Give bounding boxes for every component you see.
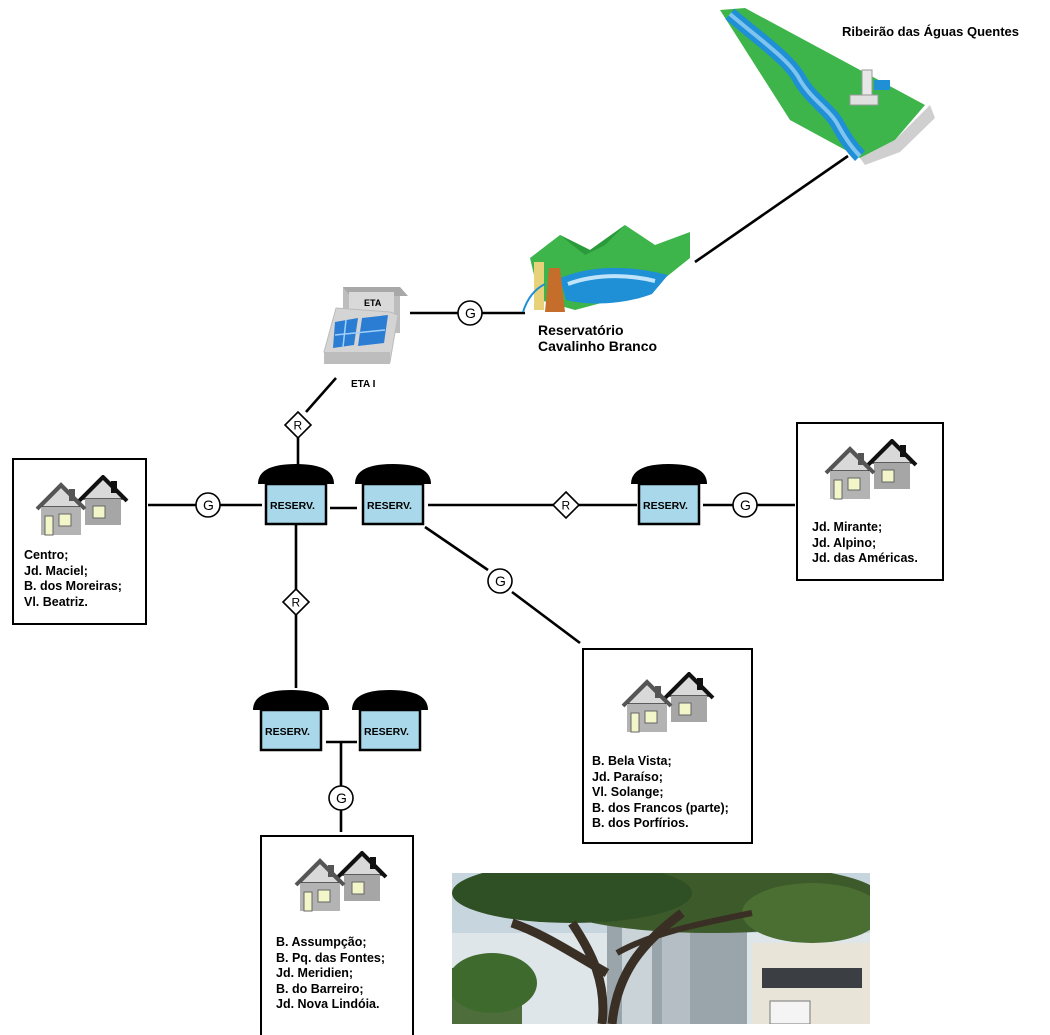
- pump-node-label: R: [294, 419, 303, 433]
- reservoir-label: RESERV.: [270, 500, 315, 512]
- eta-caption: ETA I: [351, 379, 376, 390]
- reservoir-tank: RESERV.: [350, 688, 430, 752]
- list-item: B. dos Francos (parte);: [592, 800, 729, 815]
- list-item: B. Bela Vista;: [592, 754, 672, 768]
- gravity-node: G: [195, 492, 221, 518]
- service-area-east: Jd. Mirante; Jd. Alpino; Jd. das América…: [796, 422, 944, 581]
- pump-node: R: [284, 411, 312, 439]
- list-item: B. dos Porfírios.: [592, 816, 689, 830]
- gravity-node-label: G: [495, 573, 506, 589]
- reservoir-tank: RESERV.: [256, 462, 336, 526]
- list-item: B. do Barreiro;: [276, 981, 364, 996]
- houses-icon: [621, 672, 715, 733]
- reservoir-tank: RESERV.: [353, 462, 433, 526]
- reservoir-name-line2: Cavalinho Branco: [538, 338, 658, 354]
- houses-icon: [294, 851, 388, 912]
- list-item: Vl. Solange;: [592, 785, 664, 799]
- service-area-west: Centro; Jd. Maciel; B. dos Moreiras; Vl.…: [12, 458, 147, 625]
- pump-node-label: R: [562, 499, 571, 513]
- list-item: Jd. Paraíso;: [592, 769, 663, 784]
- gravity-node-label: G: [336, 790, 347, 806]
- service-area-south: B. Assumpção; B. Pq. das Fontes; Jd. Mer…: [260, 835, 414, 1035]
- reservoir-label: RESERV.: [643, 500, 688, 512]
- list-item: B. dos Moreiras;: [24, 579, 122, 593]
- list-item: Centro;: [24, 548, 69, 562]
- list-item: Jd. Alpino;: [812, 535, 877, 550]
- eta-illustration: ETA: [323, 287, 408, 364]
- reservoir-label: RESERV.: [265, 726, 310, 738]
- reservoir-tank: RESERV.: [251, 688, 331, 752]
- list-item: Jd. Mirante;: [812, 520, 883, 534]
- gravity-node: G: [732, 492, 758, 518]
- pump-node: R: [552, 491, 580, 519]
- river-source-illustration: [720, 8, 935, 165]
- houses-icon: [824, 439, 918, 500]
- reservoir-name-line1: Reservatório: [538, 322, 624, 338]
- gravity-node-label: G: [465, 305, 476, 321]
- reservoir-label: RESERV.: [367, 500, 412, 512]
- eta-roof-label: ETA: [364, 298, 382, 308]
- houses-icon: [35, 475, 129, 536]
- list-item: Jd. Nova Lindóia.: [276, 997, 380, 1011]
- pump-node: R: [282, 588, 310, 616]
- gravity-node: G: [328, 785, 354, 811]
- gravity-node: G: [457, 300, 483, 326]
- reservoir-label: RESERV.: [364, 726, 409, 738]
- reservoir-dam-illustration: [522, 225, 690, 313]
- gravity-node-label: G: [740, 497, 751, 513]
- list-item: Jd. das Américas.: [812, 551, 918, 565]
- list-item: Jd. Meridien;: [276, 966, 354, 980]
- list-item: Jd. Maciel;: [24, 563, 88, 578]
- gravity-node-label: G: [203, 497, 214, 513]
- service-area-southeast: B. Bela Vista; Jd. Paraíso; Vl. Solange;…: [582, 648, 753, 844]
- river-label: Ribeirão das Águas Quentes: [842, 24, 1019, 39]
- list-item: B. Assumpção;: [276, 935, 367, 949]
- pipelines: [148, 154, 849, 832]
- reservoir-tank: RESERV.: [629, 462, 709, 526]
- list-item: B. Pq. das Fontes;: [276, 950, 386, 965]
- list-item: Vl. Beatriz.: [24, 594, 88, 609]
- pump-node-label: R: [292, 596, 301, 610]
- gravity-node: G: [487, 568, 513, 594]
- building-photo: [452, 873, 870, 1024]
